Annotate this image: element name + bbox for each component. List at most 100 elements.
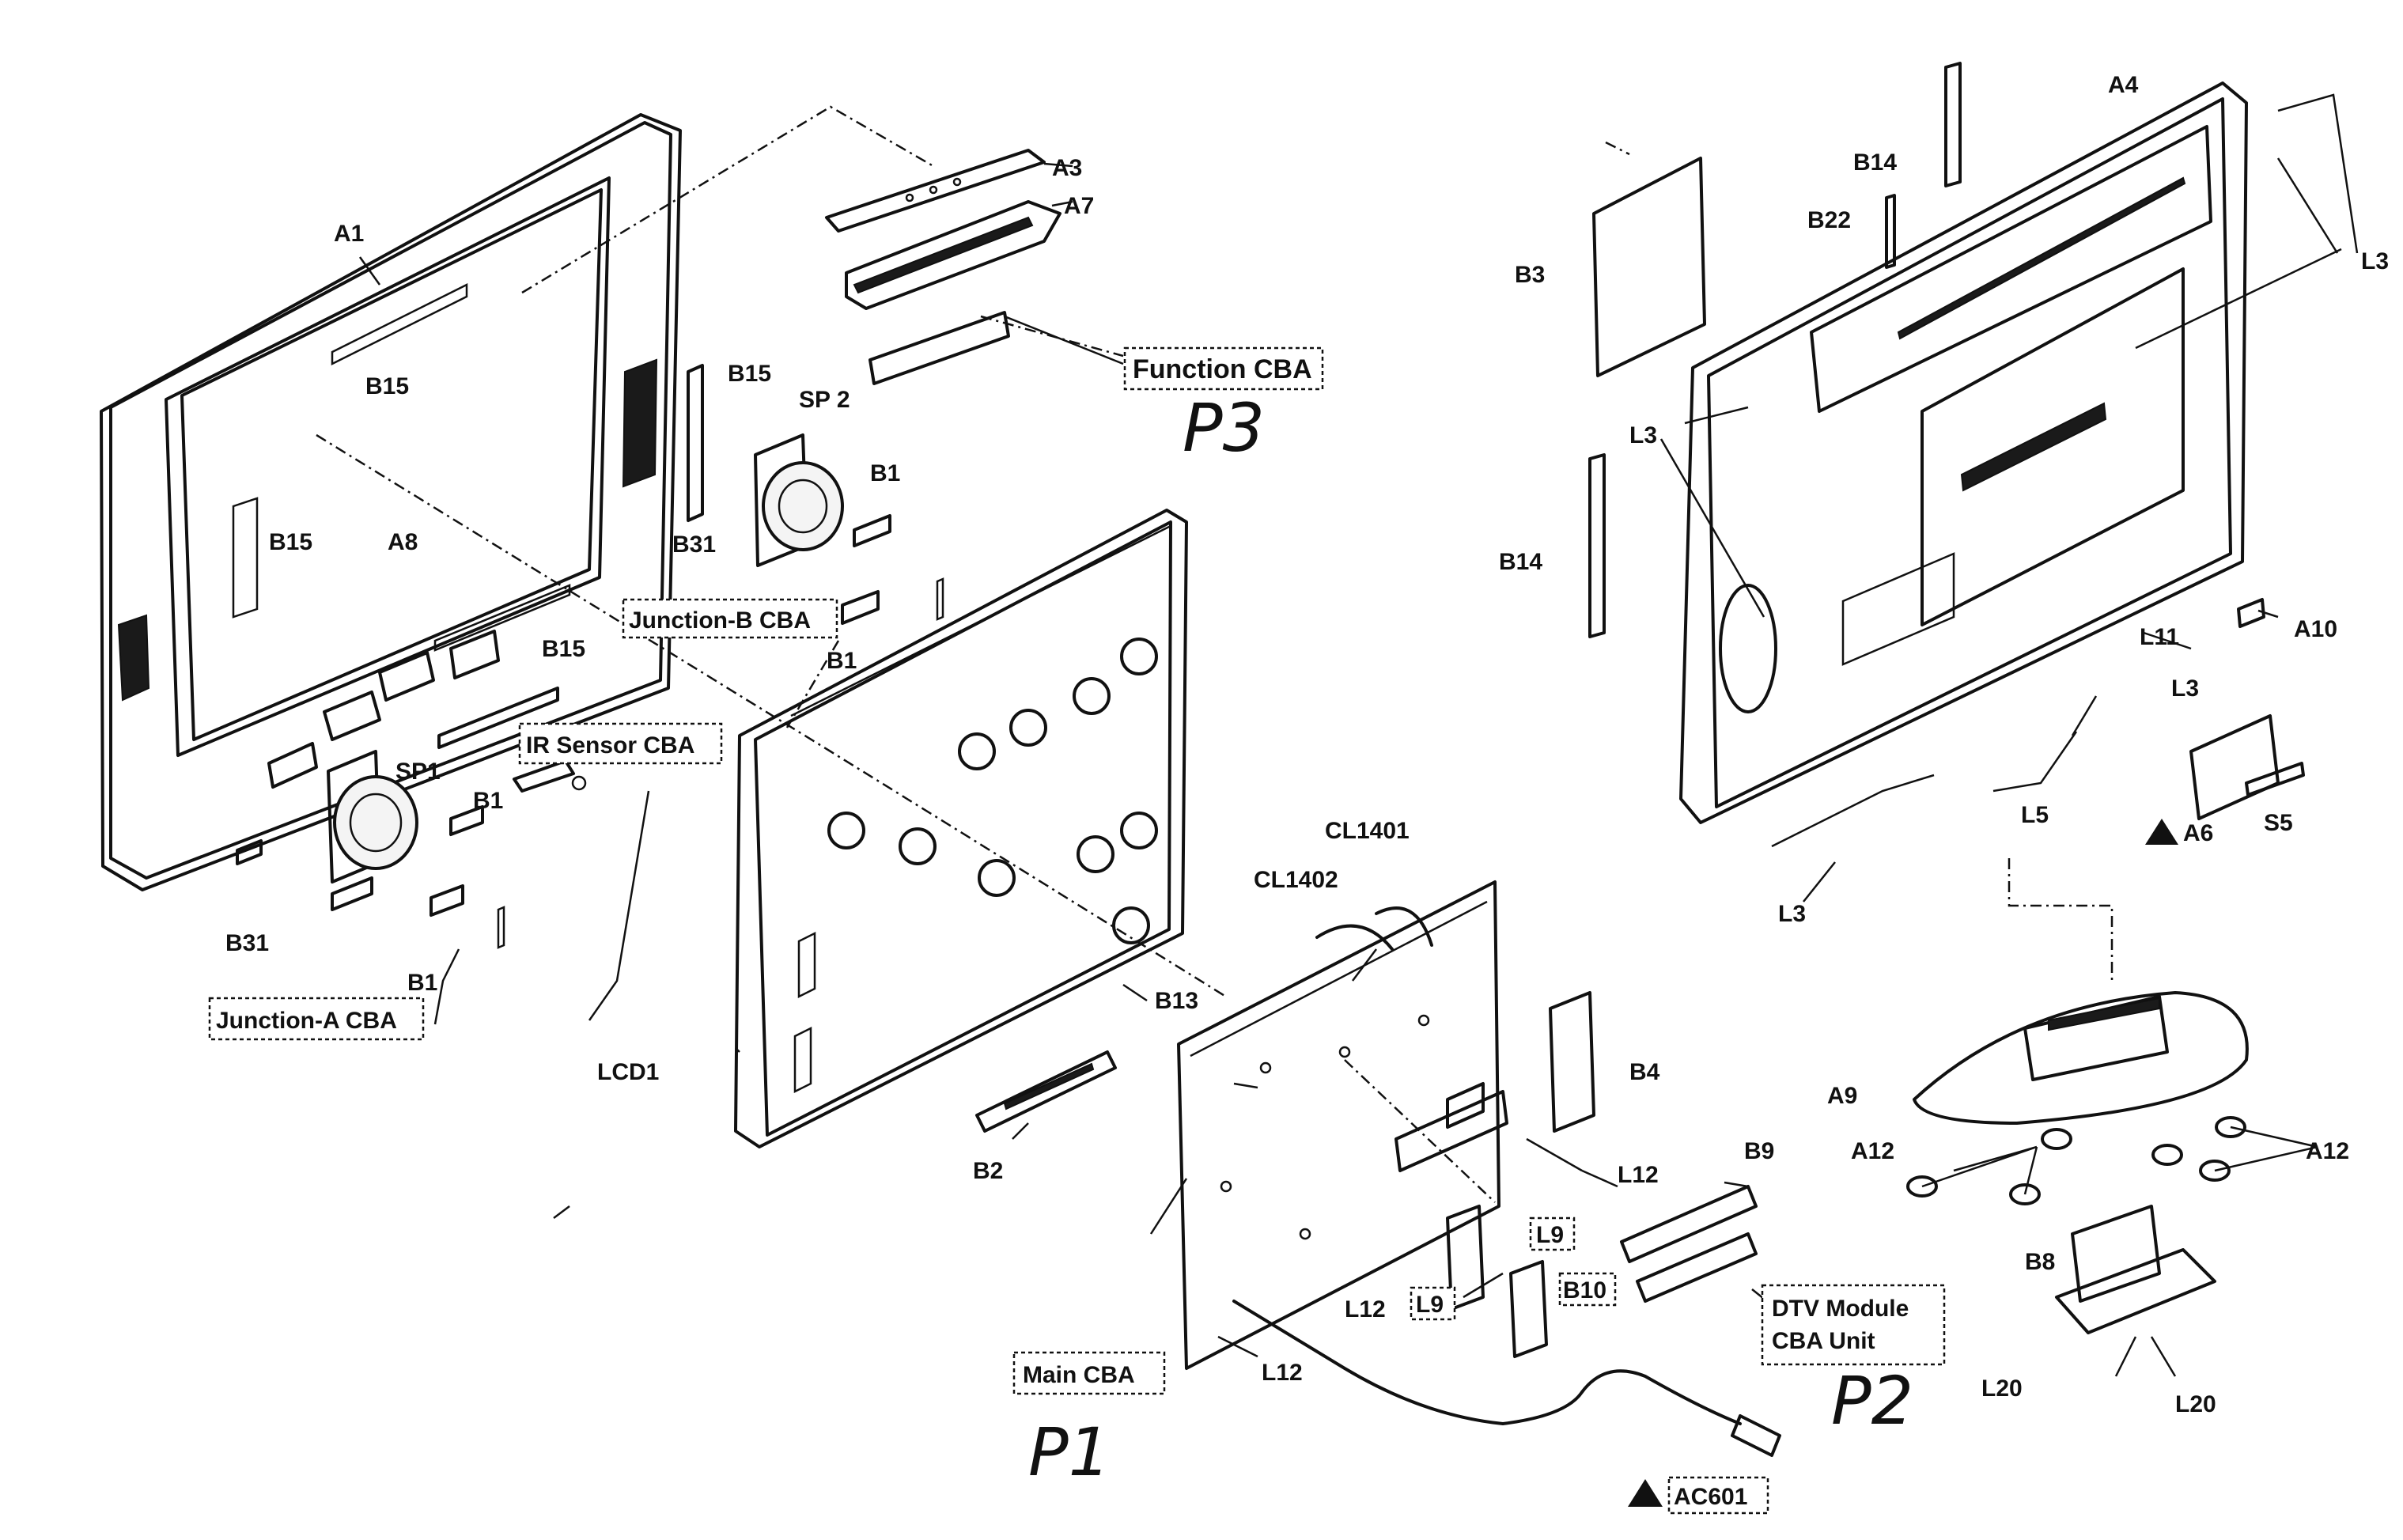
callout-junction-a-cba: Junction-A CBA — [208, 997, 425, 1041]
part-labels: A1 B15 B15 B15 B15 A8 A3 A7 SP 2 B1 B1 B… — [225, 72, 2389, 1417]
label-l12-a: L12 — [1618, 1162, 1659, 1188]
label-b31-right: B31 — [672, 532, 716, 558]
callout-ac601: AC601 — [1628, 1476, 1769, 1515]
label-b1-top: B1 — [870, 460, 900, 486]
label-a9: A9 — [1827, 1083, 1857, 1109]
label-b15-top: B15 — [365, 373, 409, 399]
svg-text:AC601: AC601 — [1674, 1484, 1747, 1510]
label-b2: B2 — [973, 1158, 1003, 1184]
strip-b22 — [1885, 194, 1896, 269]
label-cl1401: CL1401 — [1325, 818, 1410, 844]
stand-bracket-b8 — [2055, 1205, 2216, 1334]
handwritten-p3: P3 — [1183, 389, 1265, 467]
label-b14-left: B14 — [1499, 549, 1542, 575]
svg-text:Junction-A CBA: Junction-A CBA — [216, 1008, 397, 1034]
ac-power-cord — [1232, 1300, 1781, 1457]
bracket-b4 — [1549, 991, 1595, 1133]
handwritten-p1: P1 — [1028, 1413, 1111, 1491]
label-a3: A3 — [1052, 155, 1082, 181]
label-b4: B4 — [1629, 1059, 1660, 1085]
label-b13: B13 — [1155, 988, 1198, 1014]
svg-text:B10: B10 — [1563, 1277, 1606, 1304]
main-cba-board — [1177, 880, 1508, 1370]
label-sp1: SP1 — [395, 759, 441, 785]
label-l12-c: L12 — [1262, 1360, 1303, 1386]
dtv-module — [1636, 1232, 1758, 1303]
svg-text:Main CBA: Main CBA — [1023, 1362, 1135, 1388]
rear-cabinet-a4 — [1679, 81, 2248, 824]
label-a10: A10 — [2294, 616, 2337, 642]
handwritten-p2: P2 — [1831, 1362, 1913, 1440]
label-sp2: SP 2 — [799, 387, 850, 413]
ir-sensor-board — [513, 759, 587, 793]
label-l11: L11 — [2140, 624, 2179, 650]
bracket-b2 — [975, 1050, 1117, 1133]
callout-junction-b-cba: Junction-B CBA — [622, 598, 838, 639]
warning-triangle-icon — [2145, 819, 2178, 845]
label-b14-top: B14 — [1853, 149, 1897, 176]
label-b1-mid: B1 — [827, 648, 857, 674]
clip-a10 — [2237, 598, 2265, 628]
label-b15-right: B15 — [728, 361, 771, 387]
label-b1-bottom: B1 — [407, 970, 437, 996]
handwritten-markers: P3 P1 P2 — [1028, 389, 1913, 1491]
button-board-a7 — [845, 200, 1061, 385]
label-a7: A7 — [1064, 193, 1094, 219]
label-leaders — [358, 93, 2359, 1377]
label-cl1402: CL1402 — [1254, 867, 1338, 893]
label-l3-mid: L3 — [2171, 675, 2199, 702]
svg-text:Junction-B CBA: Junction-B CBA — [629, 607, 811, 634]
label-a1: A1 — [334, 221, 364, 247]
speaker-sp1 — [327, 750, 418, 884]
label-a12-left: A12 — [1851, 1138, 1894, 1164]
label-l20-right: L20 — [2175, 1391, 2216, 1417]
label-s5: S5 — [2264, 810, 2293, 836]
label-s5 — [2245, 762, 2305, 796]
svg-text:L9: L9 — [1536, 1222, 1564, 1248]
callout-main-cba: Main CBA — [1012, 1351, 1166, 1395]
speaker-sp2 — [754, 433, 844, 567]
bracket-b1-group — [430, 514, 944, 949]
label-plate-a6 — [2189, 714, 2280, 820]
bracket-b3 — [1592, 157, 1706, 377]
label-b9: B9 — [1744, 1138, 1774, 1164]
label-a4: A4 — [2108, 72, 2139, 98]
bracket-b9 — [1620, 1185, 1758, 1263]
label-b15-mid: B15 — [542, 636, 585, 662]
junction-connectors — [267, 630, 500, 789]
label-b15-left: B15 — [269, 529, 312, 555]
label-lcd1: LCD1 — [597, 1059, 659, 1085]
callout-dtv-module-cba: DTV Module CBA Unit — [1761, 1284, 1946, 1366]
svg-text:CBA Unit: CBA Unit — [1772, 1328, 1875, 1354]
svg-text:Function CBA: Function CBA — [1133, 354, 1312, 384]
label-l12-b: L12 — [1345, 1296, 1386, 1322]
label-b22: B22 — [1807, 207, 1851, 233]
label-l3-bottom: L3 — [1778, 901, 1806, 927]
front-bezel-a1 — [100, 113, 682, 891]
label-l5: L5 — [2021, 802, 2049, 828]
label-l3-right: L3 — [2361, 248, 2389, 274]
label-b3: B3 — [1515, 262, 1545, 288]
bracket-b10 — [1446, 1205, 1548, 1358]
label-l20-left: L20 — [1981, 1375, 2023, 1402]
strip-b14-group — [1588, 62, 1962, 638]
stand-a9 — [1906, 991, 2249, 1205]
label-b1-left: B1 — [473, 788, 503, 814]
strip-b15-group — [236, 364, 704, 911]
warning-triangle-icon — [1628, 1479, 1663, 1507]
label-a12-right: A12 — [2306, 1138, 2349, 1164]
svg-text:IR Sensor CBA: IR Sensor CBA — [526, 732, 694, 759]
label-a6: A6 — [2183, 820, 2213, 846]
label-a8: A8 — [388, 529, 418, 555]
callout-l9-bottom: L9 — [1410, 1286, 1456, 1321]
callout-b10: B10 — [1558, 1272, 1617, 1307]
callout-l9-top: L9 — [1529, 1216, 1576, 1251]
panel-a3 — [825, 149, 1046, 233]
callout-function-cba: Function CBA — [1123, 346, 1324, 391]
lcd-panel-lcd1 — [734, 509, 1188, 1148]
svg-text:L9: L9 — [1416, 1292, 1444, 1318]
callout-ir-sensor-cba: IR Sensor CBA — [518, 722, 723, 765]
label-b8: B8 — [2025, 1249, 2055, 1275]
